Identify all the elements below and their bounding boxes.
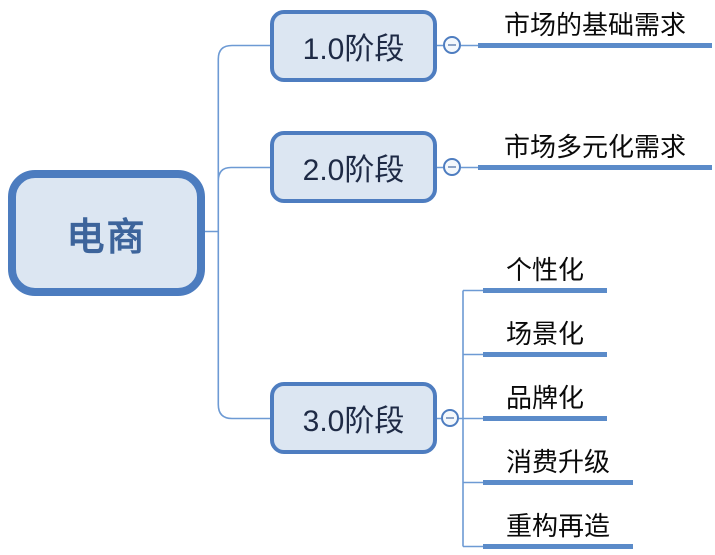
minus-icon bbox=[446, 417, 454, 419]
branch-toggle-connectors bbox=[437, 44, 484, 420]
leaf-topic-label: 个性化 bbox=[505, 255, 584, 285]
collapse-toggle-stage1[interactable] bbox=[443, 36, 461, 54]
branch-node-label: 2.0阶段 bbox=[302, 154, 405, 187]
branch-node-stage1[interactable]: 1.0阶段 bbox=[270, 10, 437, 82]
leaf-topic-restructure[interactable]: 重构再造 bbox=[483, 508, 633, 549]
leaf-topic-diverse-demand[interactable]: 市场多元化需求 bbox=[478, 129, 712, 170]
root-node-label: 电商 bbox=[66, 216, 147, 259]
leaf-topic-branding[interactable]: 品牌化 bbox=[483, 380, 607, 421]
leaf-topic-personalization[interactable]: 个性化 bbox=[483, 252, 607, 293]
root-trunk-connector bbox=[204, 44, 270, 420]
leaf-topic-label: 重构再造 bbox=[505, 511, 610, 541]
leaf-topic-scenario[interactable]: 场景化 bbox=[483, 316, 607, 357]
leaf-topic-consumption-upgrade[interactable]: 消费升级 bbox=[483, 444, 633, 485]
branch-node-label: 1.0阶段 bbox=[302, 33, 405, 66]
leaf-topic-label: 品牌化 bbox=[505, 383, 584, 413]
leaf-topic-label: 场景化 bbox=[505, 319, 584, 349]
leaf-topic-label: 消费升级 bbox=[505, 447, 610, 477]
branch-node-label: 3.0阶段 bbox=[302, 405, 405, 438]
minus-icon bbox=[448, 166, 456, 168]
collapse-toggle-stage3[interactable] bbox=[441, 409, 459, 427]
stage3-children-connectors bbox=[462, 289, 484, 548]
leaf-topic-basic-demand[interactable]: 市场的基础需求 bbox=[478, 7, 712, 48]
minus-icon bbox=[448, 44, 456, 46]
leaf-topic-label: 市场多元化需求 bbox=[503, 132, 686, 162]
leaf-topic-label: 市场的基础需求 bbox=[503, 10, 686, 40]
branch-node-stage3[interactable]: 3.0阶段 bbox=[270, 382, 437, 454]
collapse-toggle-stage2[interactable] bbox=[443, 158, 461, 176]
branch-node-stage2[interactable]: 2.0阶段 bbox=[270, 131, 437, 203]
root-node[interactable]: 电商 bbox=[8, 170, 205, 296]
